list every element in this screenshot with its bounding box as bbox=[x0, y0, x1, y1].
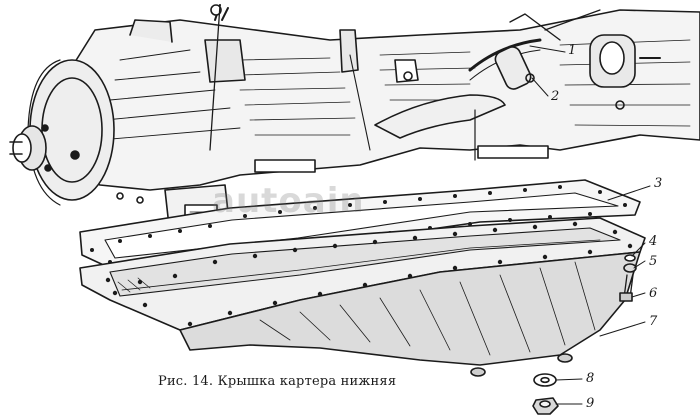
callout-7: 7 bbox=[649, 314, 658, 329]
leader-lines bbox=[529, 45, 651, 405]
callout-5: 5 bbox=[649, 254, 658, 269]
callout-3: 3 bbox=[654, 176, 663, 191]
drain-plug-parts bbox=[532, 373, 559, 415]
callout-4: 4 bbox=[649, 234, 658, 249]
callout-9: 9 bbox=[586, 396, 595, 411]
oil-pan bbox=[79, 217, 646, 377]
callout-2: 2 bbox=[551, 89, 560, 104]
callout-6: 6 bbox=[649, 286, 658, 301]
callout-1: 1 bbox=[568, 43, 577, 58]
watermark-text: autoain bbox=[212, 181, 365, 221]
figure-caption: Рис. 14. Крышка картера нижняя bbox=[158, 374, 397, 389]
callout-8: 8 bbox=[586, 371, 595, 386]
